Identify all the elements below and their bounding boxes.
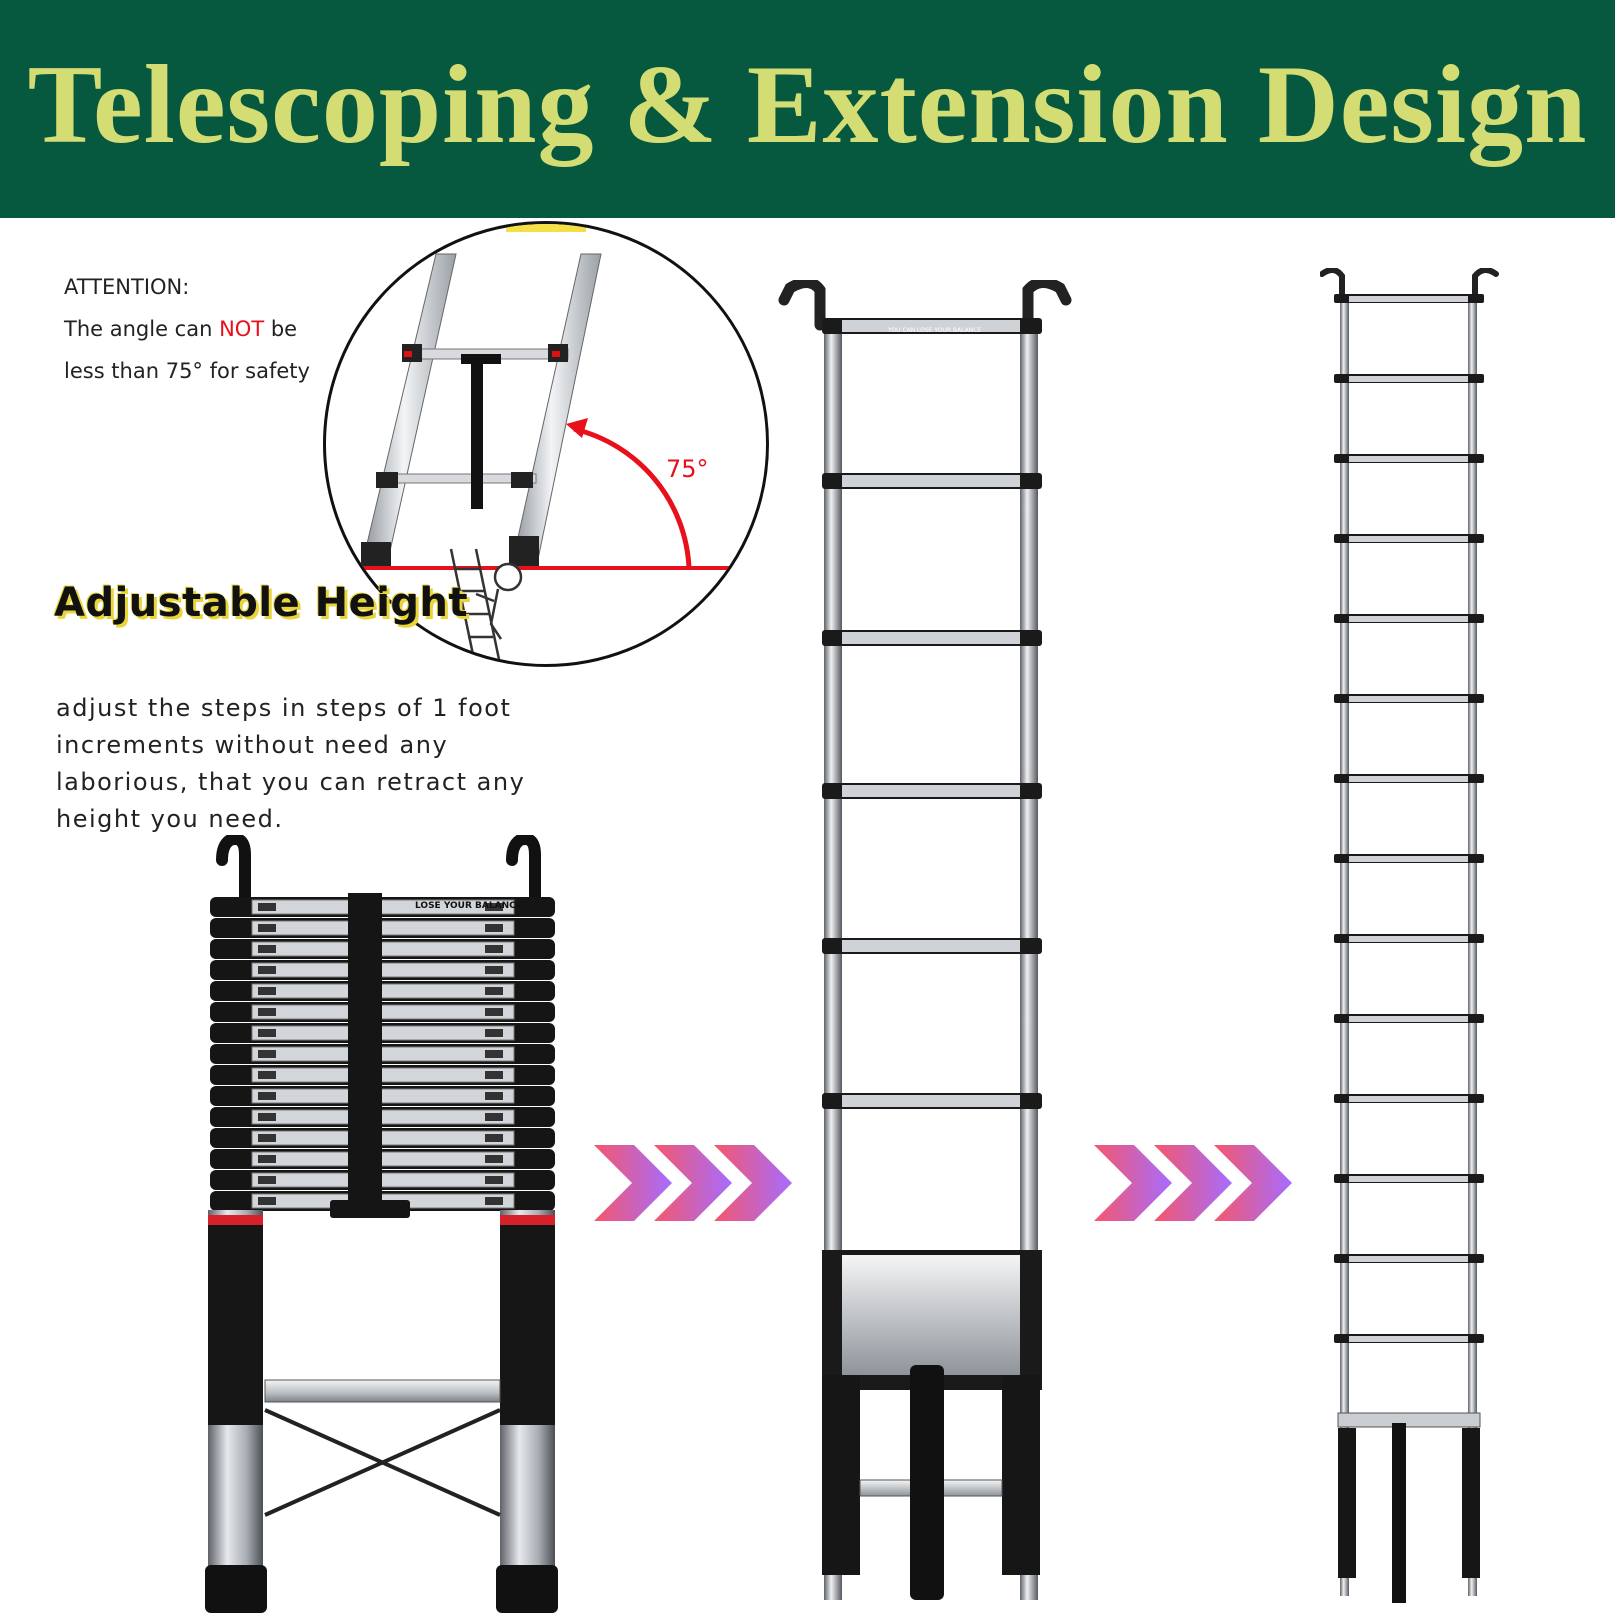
climber-icon bbox=[449, 548, 523, 664]
angle-label: 75° bbox=[666, 455, 709, 483]
partially-extended-ladder-image: YOU CAN LOSE YOUR BALANCE bbox=[778, 280, 1072, 1600]
attention-heading: ATTENTION: bbox=[64, 275, 190, 299]
adjustable-height-title: Adjustable Height bbox=[54, 580, 469, 626]
triple-chevron-right-icon bbox=[594, 1145, 792, 1221]
fully-extended-ladder-image bbox=[1320, 268, 1499, 1603]
collapsed-ladder-image: LOSE YOUR BALANCE bbox=[205, 835, 558, 1613]
attention-text: The angle can bbox=[64, 317, 220, 341]
top-sticker-label: YOU CAN LOSE YOUR BALANCE bbox=[887, 327, 981, 334]
attention-highlight: NOT bbox=[219, 317, 265, 341]
collapsed-sticker-label: LOSE YOUR BALANCE bbox=[415, 901, 522, 911]
attention-line-2: less than 75° for safety bbox=[64, 359, 310, 383]
angle-diagram: 75° bbox=[323, 221, 769, 667]
attention-text: be bbox=[264, 317, 298, 341]
attention-note: ATTENTION: The angle can NOT be less tha… bbox=[64, 266, 344, 392]
triple-chevron-right-icon bbox=[1094, 1145, 1292, 1221]
title-banner: Telescoping & Extension Design bbox=[0, 0, 1615, 218]
page-title: Telescoping & Extension Design bbox=[27, 43, 1588, 167]
adjustable-height-description: adjust the steps in steps of 1 foot incr… bbox=[56, 694, 526, 833]
attention-line-1: The angle can NOT be bbox=[64, 308, 344, 350]
